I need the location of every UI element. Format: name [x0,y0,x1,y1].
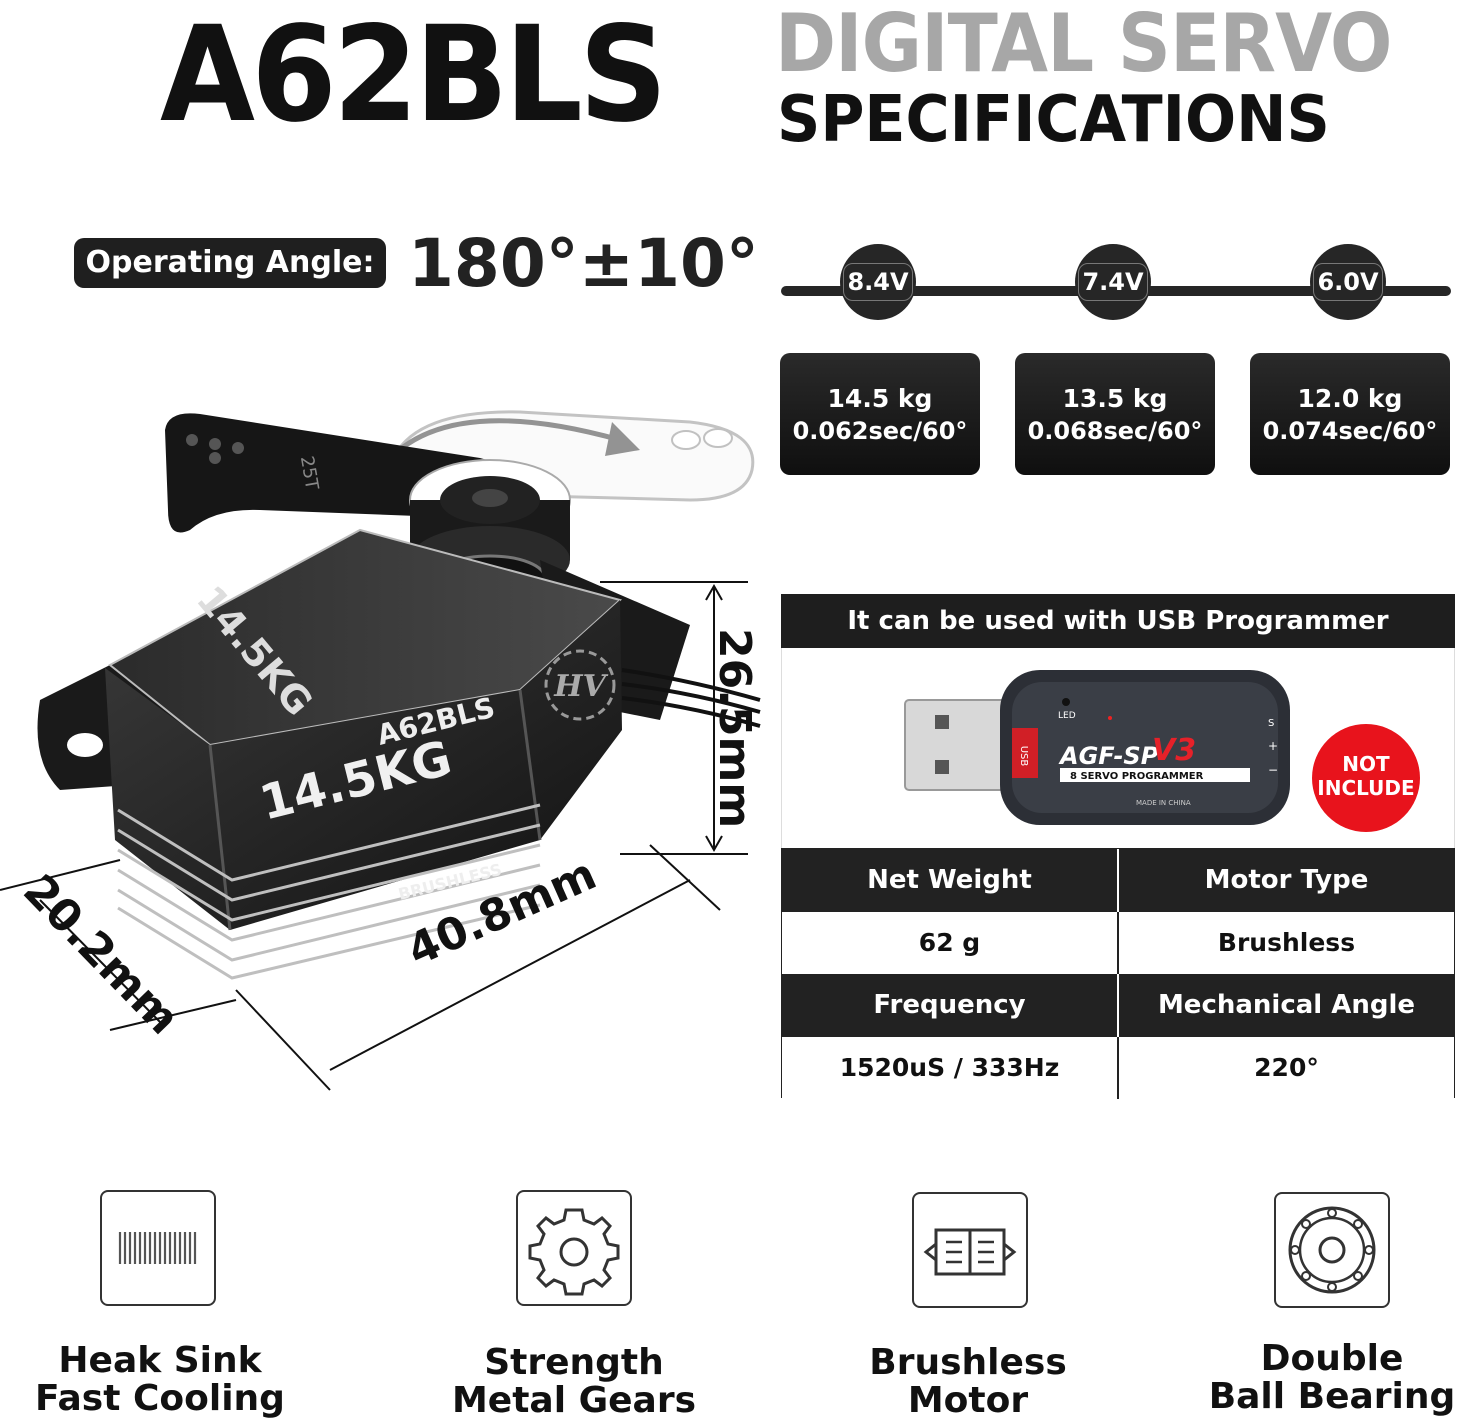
feature-line2: Metal Gears [451,1380,697,1421]
torque-value: 14.5 kg [827,384,933,413]
speed-value: 0.068sec/60° [1027,417,1203,445]
svg-text:+: + [1268,739,1278,753]
digital-servo-title: DIGITAL SERVO [775,0,1392,90]
not-include-line1: NOT [1342,752,1390,776]
usb-tag: USB [1018,746,1029,767]
bearing-icon [1274,1192,1390,1308]
motor-icon [912,1192,1028,1308]
usb-header: It can be used with USB Programmer [781,594,1455,648]
voltage-badge-6v0: 6.0V [1310,244,1386,320]
feature-line1: Double [1260,1338,1404,1379]
voltage-label: 6.0V [1313,263,1383,301]
led-label: LED [1058,711,1076,721]
voltage-label: 7.4V [1078,263,1148,301]
model-title: A62BLS [160,0,667,152]
perf-card-7v4: 13.5 kg 0.068sec/60° [1015,353,1215,475]
feature-heat-sink: Heak Sink Fast Cooling [0,1342,320,1418]
spec-value-row: 62 g Brushless [782,911,1454,974]
feature-line2: Ball Bearing [1208,1376,1456,1417]
motor-type-value: Brushless [1119,911,1454,974]
torque-value: 12.0 kg [1297,384,1403,413]
voltage-badge-8v4: 8.4V [840,244,916,320]
gear-icon [516,1190,632,1306]
spec-header-row: Net Weight Motor Type [782,849,1454,912]
feature-ball-bearing: Double Ball Bearing [1172,1340,1458,1416]
operating-angle-label: Operating Angle: [74,238,386,288]
frequency-header: Frequency [782,974,1119,1037]
feature-brushless-motor: Brushless Motor [808,1344,1128,1420]
mechanical-angle-header: Mechanical Angle [1119,974,1454,1037]
net-weight-header: Net Weight [782,849,1119,912]
frequency-value: 1520uS / 333Hz [782,1036,1119,1099]
torque-value: 13.5 kg [1062,384,1168,413]
programmer-subtitle: 8 SERVO PROGRAMMER [1070,771,1204,782]
height-dimension: 26.5mm [709,628,760,829]
made-in-label: MADE IN CHINA [1136,799,1191,807]
heat-sink-icon [100,1190,216,1306]
svg-text:−: − [1268,763,1278,777]
feature-line1: Brushless [869,1342,1067,1383]
feature-metal-gears: Strength Metal Gears [414,1344,734,1420]
perf-card-8v4: 14.5 kg 0.062sec/60° [780,353,980,475]
operating-angle-value: 180°±10° [408,225,759,302]
servo-illustration: 25T A62BLS 14.5KG 14.5KG BRUSHLESS HV [0,410,761,1091]
not-include-badge: NOT INCLUDE [1312,724,1420,832]
speed-value: 0.062sec/60° [792,417,968,445]
spec-value-row: 1520uS / 333Hz 220° [782,1036,1454,1099]
mechanical-angle-value: 220° [1119,1036,1454,1099]
spec-table: Net Weight Motor Type 62 g Brushless Fre… [781,848,1455,1099]
svg-text:S: S [1268,718,1274,729]
feature-line2: Fast Cooling [35,1378,285,1419]
hv-mark: HV [553,669,608,704]
programmer-version: V3 [1152,733,1196,768]
speed-value: 0.074sec/60° [1262,417,1438,445]
perf-card-6v0: 12.0 kg 0.074sec/60° [1250,353,1450,475]
voltage-label: 8.4V [843,263,913,301]
specifications-title: SPECIFICATIONS [777,83,1330,157]
motor-type-header: Motor Type [1119,849,1454,912]
usb-programmer-image: USB LED AGF-SP V3 8 SERVO PROGRAMMER MAD… [904,670,1290,825]
programmer-brand: AGF-SP [1058,742,1159,770]
spec-header-row: Frequency Mechanical Angle [782,974,1454,1037]
feature-line1: Strength [484,1342,664,1383]
feature-line1: Heak Sink [58,1340,262,1381]
not-include-line2: INCLUDE [1317,776,1415,800]
voltage-badge-7v4: 7.4V [1075,244,1151,320]
feature-line2: Motor [907,1380,1029,1421]
net-weight-value: 62 g [782,911,1119,974]
